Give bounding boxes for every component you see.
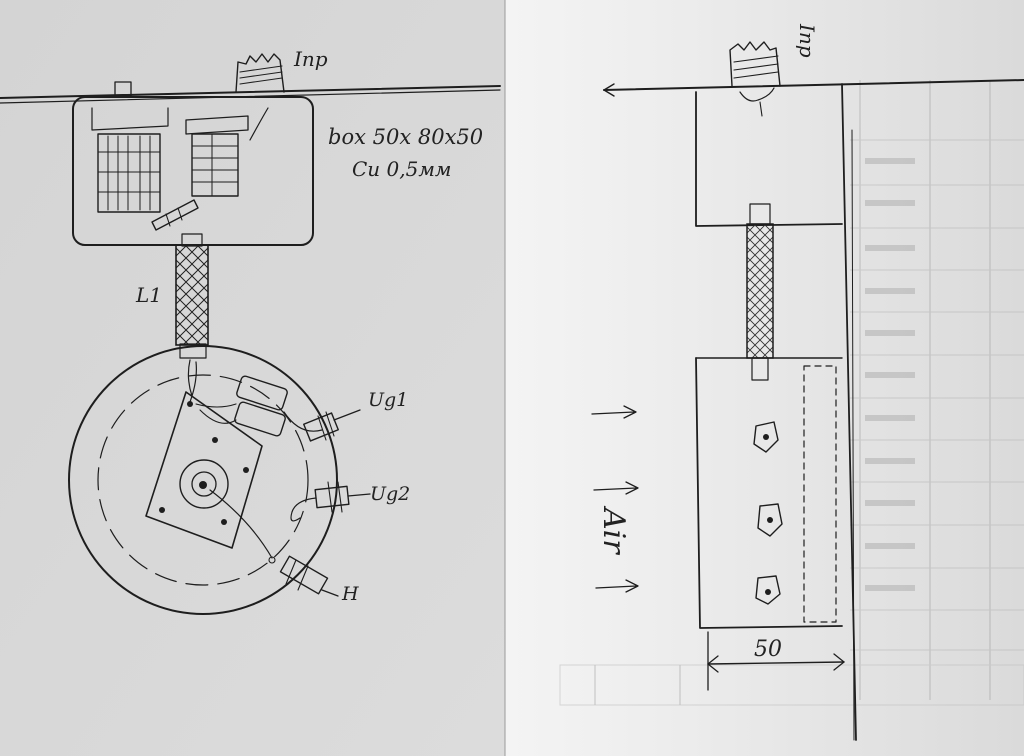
tube-label-ug1: Ug1: [368, 389, 408, 411]
airflow-arrows: Air: [591, 405, 639, 593]
right-sketch: Inp Air: [591, 23, 1024, 741]
coax-label: L1: [135, 283, 162, 307]
tube-label-ug2: Ug2: [370, 483, 410, 505]
box-dimensions-label: box 50x 80x50: [328, 125, 483, 149]
airflow-label: Air: [596, 505, 631, 555]
left-sketch: Inp box 50x 80x50 Cu 0,5мм: [0, 47, 501, 615]
dimension-label: 50: [754, 637, 782, 662]
coax-l1: L1: [135, 233, 209, 359]
plate-label: Inp: [293, 47, 328, 71]
tube-label-h: H: [341, 583, 359, 605]
right-sheet: [505, 0, 1024, 756]
upper-box-side: [695, 91, 843, 227]
box-material-label: Cu 0,5мм: [352, 157, 452, 181]
background-printed-table: [559, 80, 1024, 706]
plate-label-side: Inp: [795, 23, 819, 58]
coax-side: [746, 203, 774, 381]
plate-connector: Inp: [235, 47, 328, 93]
width-dimension: 50: [707, 631, 845, 691]
tube-box-side: [695, 357, 843, 629]
tube-socket: Ug1 Ug2 H: [68, 345, 410, 615]
plate-connector-side: Inp: [729, 23, 819, 117]
